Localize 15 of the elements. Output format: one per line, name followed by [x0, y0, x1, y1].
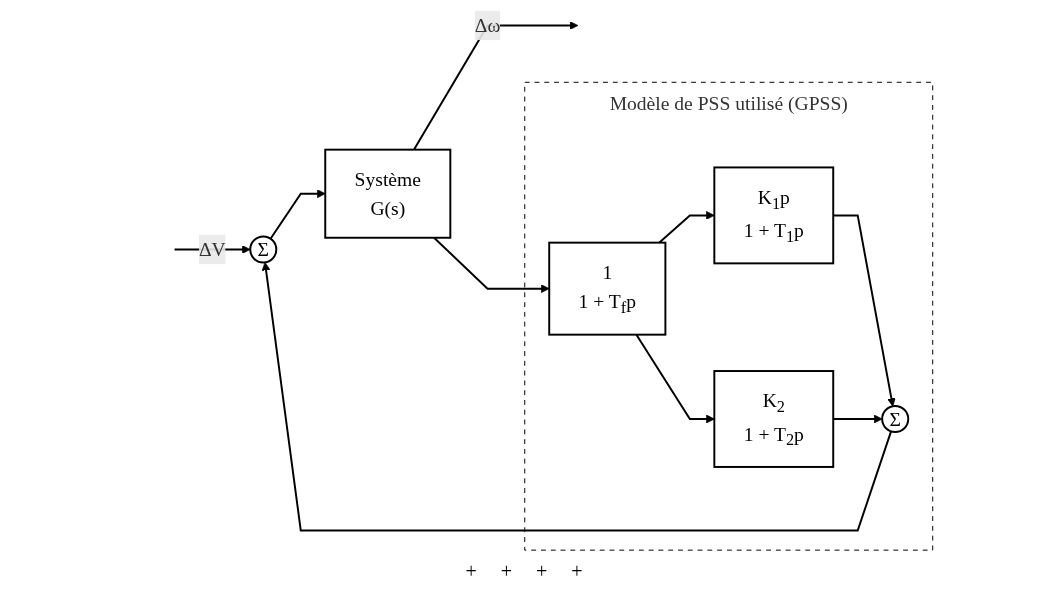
node-circle: Σ: [249, 235, 277, 264]
arrow: [261, 261, 892, 532]
sign-label: +: [571, 560, 583, 583]
node-box: Système G(s): [324, 148, 452, 239]
sign-label: +: [465, 560, 477, 583]
sign-label: +: [536, 560, 548, 583]
edge-label: ΔV: [198, 238, 226, 260]
arrow: [635, 333, 715, 423]
edge-label: Δω: [474, 14, 500, 36]
node-box: 1 1 + T$_{f}$p: [547, 241, 667, 336]
arrow: [657, 210, 715, 244]
node-box: K$_{2}$ 1 + T$_{2}$p: [713, 369, 834, 468]
node-box: K$_{1}$p 1 + T$_{1}$p: [713, 165, 834, 264]
sign-label: +: [500, 560, 512, 583]
node-circle: Σ: [880, 404, 909, 433]
